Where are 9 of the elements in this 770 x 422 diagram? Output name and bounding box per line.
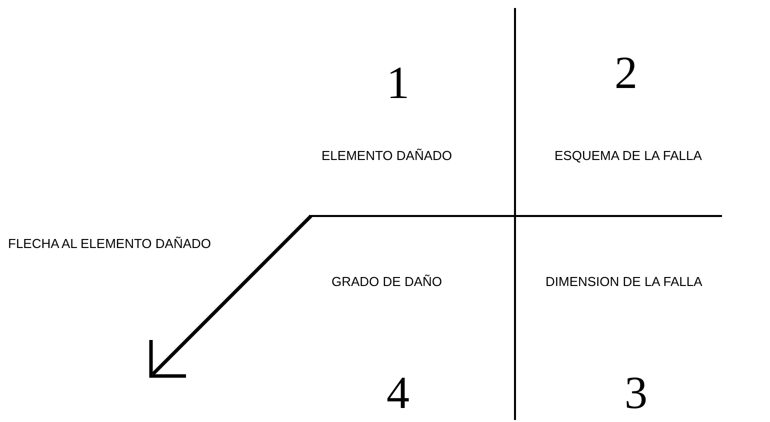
quadrant-label: DIMENSION DE LA FALLA — [546, 273, 702, 290]
quadrant-number: 1 — [386, 58, 410, 108]
quadrant-label: GRADO DE DAÑO — [332, 273, 442, 290]
quadrant-number: 3 — [624, 368, 648, 418]
quadrant-label: ESQUEMA DE LA FALLA — [554, 147, 702, 164]
arrow-note: FLECHA AL ELEMENTO DAÑADO — [8, 235, 212, 252]
quadrant-number: 2 — [614, 48, 638, 98]
quadrant-number: 4 — [386, 368, 410, 418]
quadrant-label: ELEMENTO DAÑADO — [322, 147, 452, 164]
